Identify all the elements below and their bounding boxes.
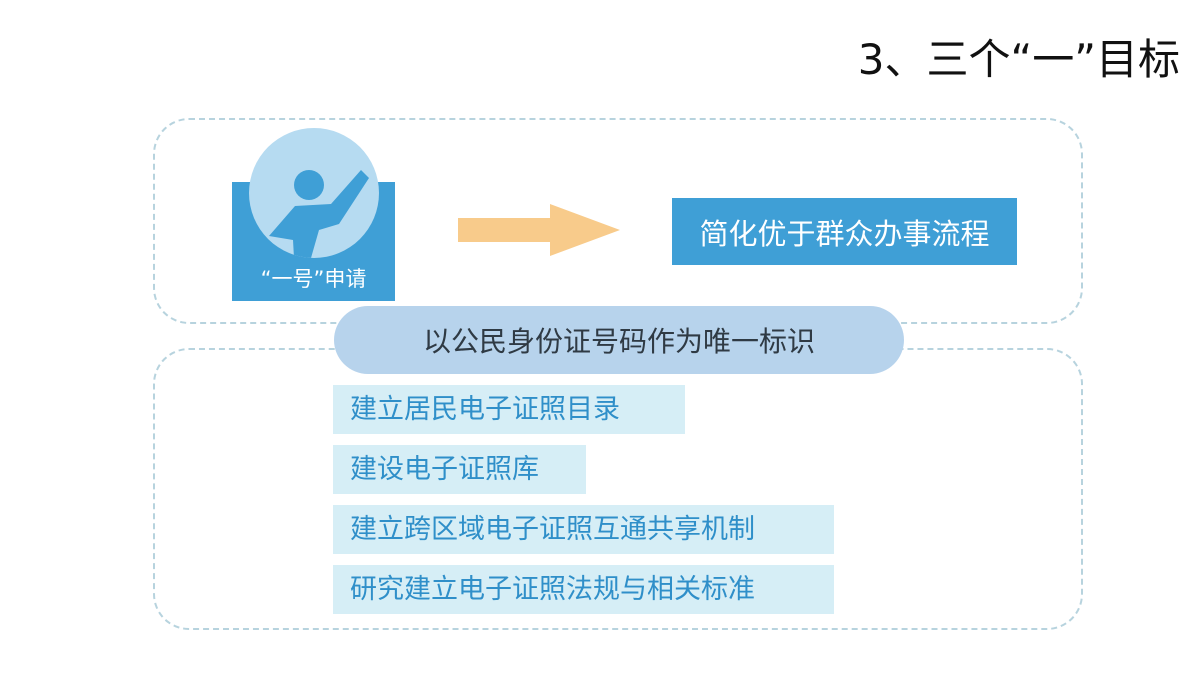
goal-box: 简化优于群众办事流程 xyxy=(672,198,1017,265)
right-arrow-icon xyxy=(458,204,620,256)
task-item: 建立跨区域电子证照互通共享机制 xyxy=(333,505,834,554)
task-item: 研究建立电子证照法规与相关标准 xyxy=(333,565,834,614)
identifier-pill: 以公民身份证号码作为唯一标识 xyxy=(334,306,904,374)
task-item: 建设电子证照库 xyxy=(333,445,586,494)
apply-label: “一号”申请 xyxy=(260,267,367,291)
raised-hand-person-icon xyxy=(249,128,379,258)
task-item: 建立居民电子证照目录 xyxy=(333,385,685,434)
page-title: 3、三个“一”目标 xyxy=(857,35,1180,84)
